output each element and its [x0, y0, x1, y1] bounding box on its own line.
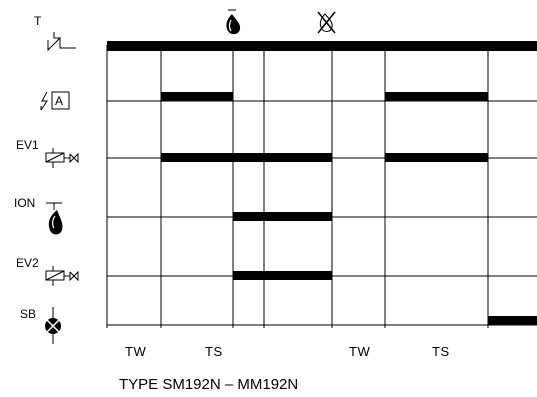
phase-label-tw: TW — [349, 344, 370, 359]
row-label-EV2: EV2 — [16, 256, 39, 270]
bar-EV1-2 — [385, 153, 488, 162]
bar-A-2 — [385, 92, 488, 101]
thermostat-icon — [47, 32, 76, 52]
row-label-A: A — [55, 94, 63, 108]
flame-icon — [46, 202, 63, 235]
lockout-lamp-icon — [45, 307, 61, 344]
row-label-SB: SB — [20, 307, 36, 321]
bar-A-1 — [161, 92, 233, 101]
solenoid-valve-icon — [45, 266, 79, 286]
row-label-T: T — [34, 14, 42, 28]
bar-EV1-1 — [161, 153, 332, 162]
bar-T — [107, 41, 537, 51]
active-bars — [107, 41, 537, 325]
bar-ION — [233, 212, 332, 221]
time-markers — [106, 45, 489, 328]
bar-SB — [488, 316, 537, 325]
flame-absent-icon — [317, 11, 336, 34]
phase-label-ts: TS — [432, 344, 450, 359]
phase-label-ts: TS — [205, 344, 223, 359]
bar-EV2 — [233, 271, 332, 280]
solenoid-valve-icon — [45, 148, 79, 168]
ignition-spark-icon: A — [40, 91, 70, 111]
model-caption: TYPE SM192N – MM192N — [119, 376, 298, 393]
flame-present-icon — [226, 9, 241, 35]
phase-label-tw: TW — [125, 344, 146, 359]
row-label-ION: ION — [14, 196, 35, 210]
row-label-EV1: EV1 — [16, 138, 39, 152]
